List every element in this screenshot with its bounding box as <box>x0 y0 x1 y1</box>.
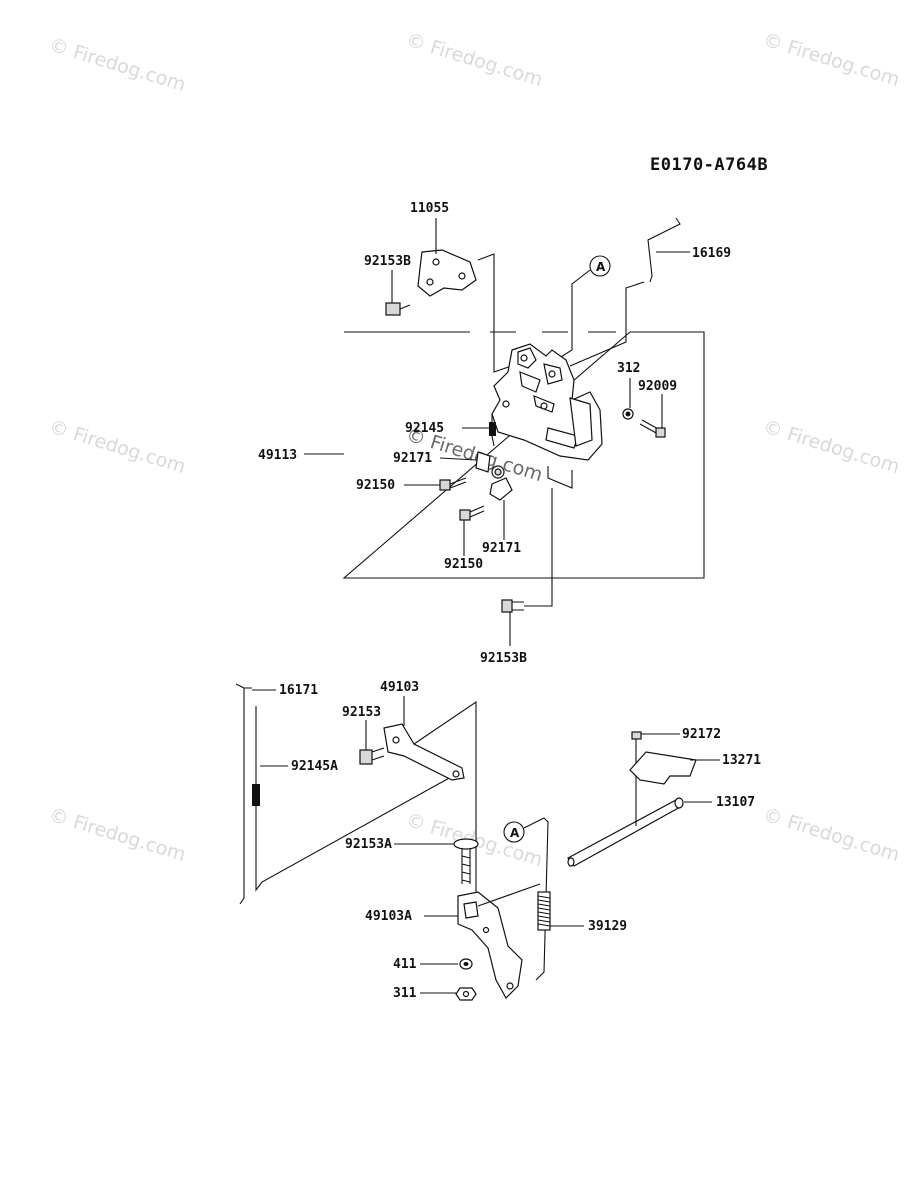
spring-39129 <box>537 891 551 931</box>
clip-92171-left <box>475 451 491 473</box>
rod-A-bottom <box>523 817 549 981</box>
callout-A-top <box>589 255 611 277</box>
plate-13271 <box>629 751 697 785</box>
watermark-mid-right: © Firedog.com <box>761 416 903 478</box>
upper-assembly: 11055 92153B 16169 A <box>258 201 731 666</box>
screw-92150-bottom <box>459 505 485 521</box>
guide-line-lower <box>477 883 541 907</box>
clip-92171-bottom <box>489 477 513 501</box>
label-13107: 13107 <box>716 795 755 810</box>
shaft-13107 <box>567 797 684 867</box>
leader-92171-left <box>439 457 477 461</box>
label-92172: 92172 <box>682 727 721 742</box>
lever-49103 <box>383 723 465 781</box>
label-11055: 11055 <box>410 201 449 216</box>
watermark-top-center: © Firedog.com <box>404 29 546 91</box>
label-92150-bottom: 92150 <box>444 557 483 572</box>
watermark-bottom-left: © Firedog.com <box>47 804 189 866</box>
label-A-top: A <box>596 260 606 274</box>
bolt-92153 <box>359 747 385 765</box>
assembly-frame <box>342 331 705 579</box>
plate-leader <box>547 466 573 489</box>
label-13271: 13271 <box>722 753 761 768</box>
label-311: 311 <box>393 986 417 1001</box>
watermark-top-right: © Firedog.com <box>761 29 903 91</box>
bolt-92009 <box>639 419 666 438</box>
label-92153: 92153 <box>342 705 381 720</box>
label-92153B-bottom: 92153B <box>480 651 527 666</box>
spring-92145A <box>252 784 260 806</box>
label-A-bottom: A <box>510 826 520 840</box>
lower-assembly: 16171 92145A 49103 92153 92153A <box>235 680 761 1001</box>
label-411: 411 <box>393 957 417 972</box>
label-49103A: 49103A <box>365 909 412 924</box>
leader-A-top <box>555 269 591 361</box>
watermark-top-left: © Firedog.com <box>47 34 189 96</box>
label-16171: 16171 <box>279 683 318 698</box>
diagram-code: E0170-A764B <box>650 155 768 175</box>
callout-A-bottom <box>503 821 525 843</box>
label-92171-left: 92171 <box>393 451 432 466</box>
leader-92153B-bottom-path <box>524 488 553 607</box>
label-92153B-top: 92153B <box>364 254 411 269</box>
label-16169: 16169 <box>692 246 731 261</box>
label-39129: 39129 <box>588 919 627 934</box>
bolt-92153B-top <box>385 302 411 316</box>
label-49103: 49103 <box>380 680 419 695</box>
label-92150-left: 92150 <box>356 478 395 493</box>
nut-311 <box>455 987 477 1001</box>
watermark-bottom-right: © Firedog.com <box>761 804 903 866</box>
washer-411 <box>459 958 473 970</box>
label-312: 312 <box>617 361 640 376</box>
bracket-49103A <box>457 891 523 999</box>
lever-guide-line <box>413 700 477 900</box>
assembly-line-2 <box>569 281 645 367</box>
spring-92145 <box>489 414 496 447</box>
label-92153A: 92153A <box>345 837 392 852</box>
washer-312 <box>622 408 634 420</box>
rod-16169 <box>647 217 681 283</box>
label-92145: 92145 <box>405 421 444 436</box>
rod-16171 <box>235 683 252 905</box>
bolt-92153A <box>453 838 479 884</box>
bracket-11055 <box>417 249 477 297</box>
screw-92172 <box>631 731 642 748</box>
bushing <box>491 465 505 479</box>
label-92145A: 92145A <box>291 759 338 774</box>
label-92171-bottom: 92171 <box>482 541 521 556</box>
bolt-92153B-bottom <box>501 599 524 613</box>
watermarks: © Firedog.com © Firedog.com © Firedog.co… <box>47 29 903 871</box>
throttle-control-plate <box>491 343 603 461</box>
label-49113: 49113 <box>258 448 297 463</box>
label-92009: 92009 <box>638 379 677 394</box>
watermark-mid-left: © Firedog.com <box>47 416 189 478</box>
